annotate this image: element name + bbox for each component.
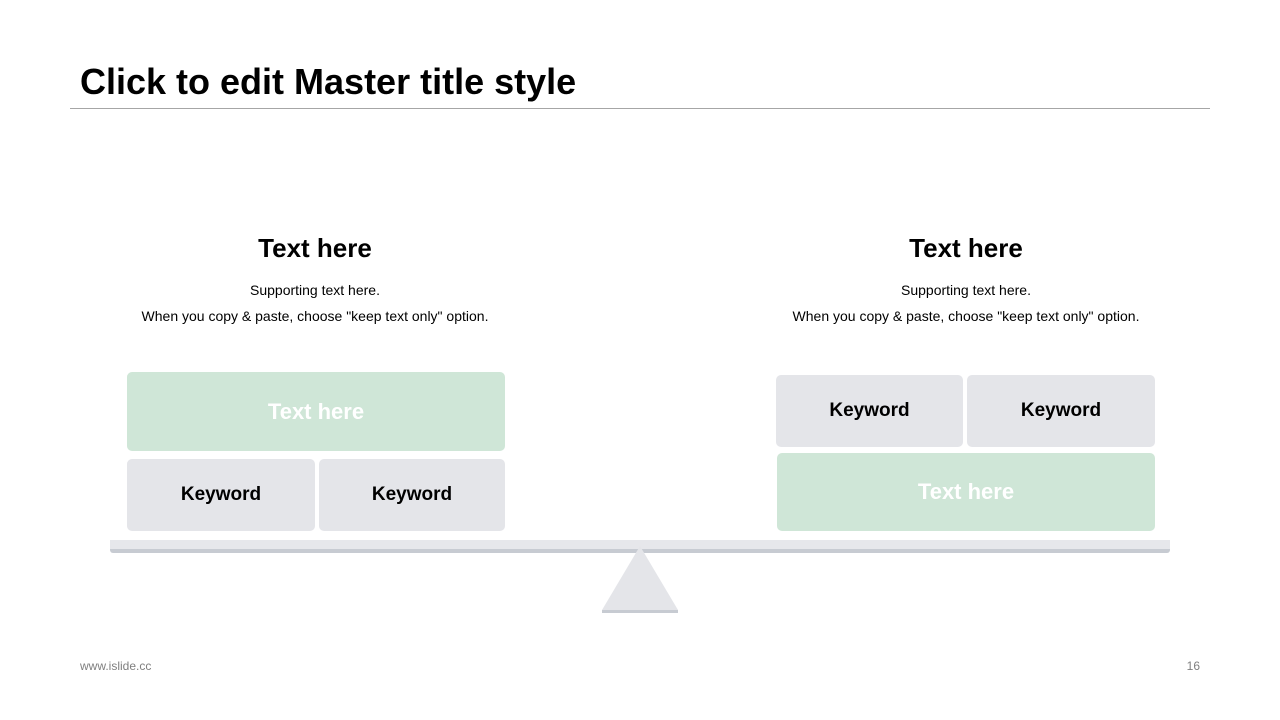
- fulcrum-base: [602, 610, 678, 613]
- left-main-box: Text here: [127, 372, 505, 451]
- right-keyword-box-2: Keyword: [967, 375, 1155, 447]
- right-main-box: Text here: [777, 453, 1155, 531]
- slide-title: Click to edit Master title style: [80, 61, 577, 102]
- seesaw-fulcrum: [602, 546, 678, 613]
- footer-website: www.islide.cc: [80, 659, 152, 673]
- right-heading: Text here: [909, 233, 1023, 263]
- seesaw-beam: [110, 540, 1170, 549]
- right-supporting-text-2: When you copy & paste, choose "keep text…: [792, 308, 1140, 324]
- page-number: 16: [1186, 659, 1200, 673]
- left-supporting-text-1: Supporting text here.: [250, 282, 380, 298]
- title-divider: [70, 108, 1210, 109]
- right-keyword-box-1: Keyword: [776, 375, 963, 447]
- left-heading: Text here: [258, 233, 372, 263]
- right-supporting-text-1: Supporting text here.: [901, 282, 1031, 298]
- left-keyword-box-1: Keyword: [127, 459, 315, 531]
- fulcrum-triangle: [602, 546, 678, 610]
- left-supporting-text-2: When you copy & paste, choose "keep text…: [141, 308, 489, 324]
- left-keyword-box-2: Keyword: [319, 459, 505, 531]
